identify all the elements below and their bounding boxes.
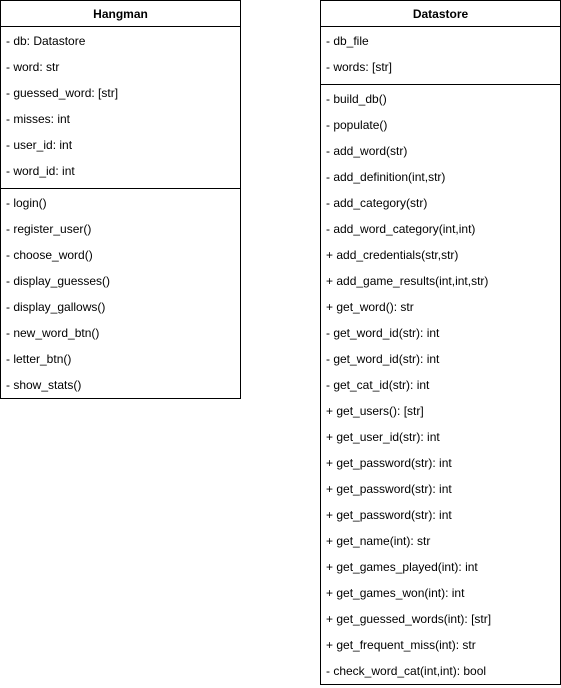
method: + get_users(): [str] [326,404,424,418]
method: + get_games_won(int): int [326,586,465,600]
attributes-section-datastore: - db_file - words: [str] [321,27,560,85]
method: - get_word_id(str): int [326,352,440,366]
method: - new_word_btn() [6,326,100,340]
attribute: - word: str [6,60,60,74]
method: - letter_btn() [6,352,72,366]
method: + add_credentials(str,str) [326,248,459,262]
method: + get_name(int): str [326,534,431,548]
method: - get_word_id(str): int [326,326,440,340]
method: - register_user() [6,222,92,236]
method: - login() [6,196,47,210]
method: + get_password(str): int [326,508,452,522]
method: + get_user_id(str): int [326,430,440,444]
method: - add_category(str) [326,196,428,210]
method: + get_games_played(int): int [326,560,478,574]
attribute: - user_id: int [6,138,73,152]
class-title-datastore: Datastore [321,1,560,27]
method: - build_db() [326,92,387,106]
methods-section-hangman: - login() - register_user() - choose_wor… [1,189,240,402]
class-box-datastore[interactable]: Datastore - db_file - words: [str] - bui… [320,0,561,685]
method: + get_guessed_words(int): [str] [326,612,492,626]
method: + add_game_results(int,int,str) [326,274,489,288]
class-title-hangman: Hangman [1,1,240,27]
attributes-section-hangman: - db: Datastore - word: str - guessed_wo… [1,27,240,189]
method: - check_word_cat(int,int): bool [326,664,487,678]
method: - add_word_category(int,int) [326,222,476,236]
method: - display_gallows() [6,300,106,314]
method: - add_definition(int,str) [326,170,446,184]
method: + get_password(str): int [326,482,452,496]
attribute: - misses: int [6,112,71,126]
attribute: - db_file [326,34,369,48]
methods-section-datastore: - build_db() - populate() - add_word(str… [321,85,560,688]
method: - show_stats() [6,378,82,392]
method: + get_frequent_miss(int): str [326,638,476,652]
attribute: - db: Datastore [6,34,86,48]
attribute: - word_id: int [6,164,75,178]
attribute: - words: [str] [326,60,393,74]
method: - display_guesses() [6,274,111,288]
attribute: - guessed_word: [str] [6,86,119,100]
method: + get_password(str): int [326,456,452,470]
method: - add_word(str) [326,144,408,158]
method: - choose_word() [6,248,93,262]
class-box-hangman[interactable]: Hangman - db: Datastore - word: str - gu… [0,0,241,399]
method: - populate() [326,118,388,132]
method: + get_word(): str [326,300,414,314]
method: - get_cat_id(str): int [326,378,430,392]
